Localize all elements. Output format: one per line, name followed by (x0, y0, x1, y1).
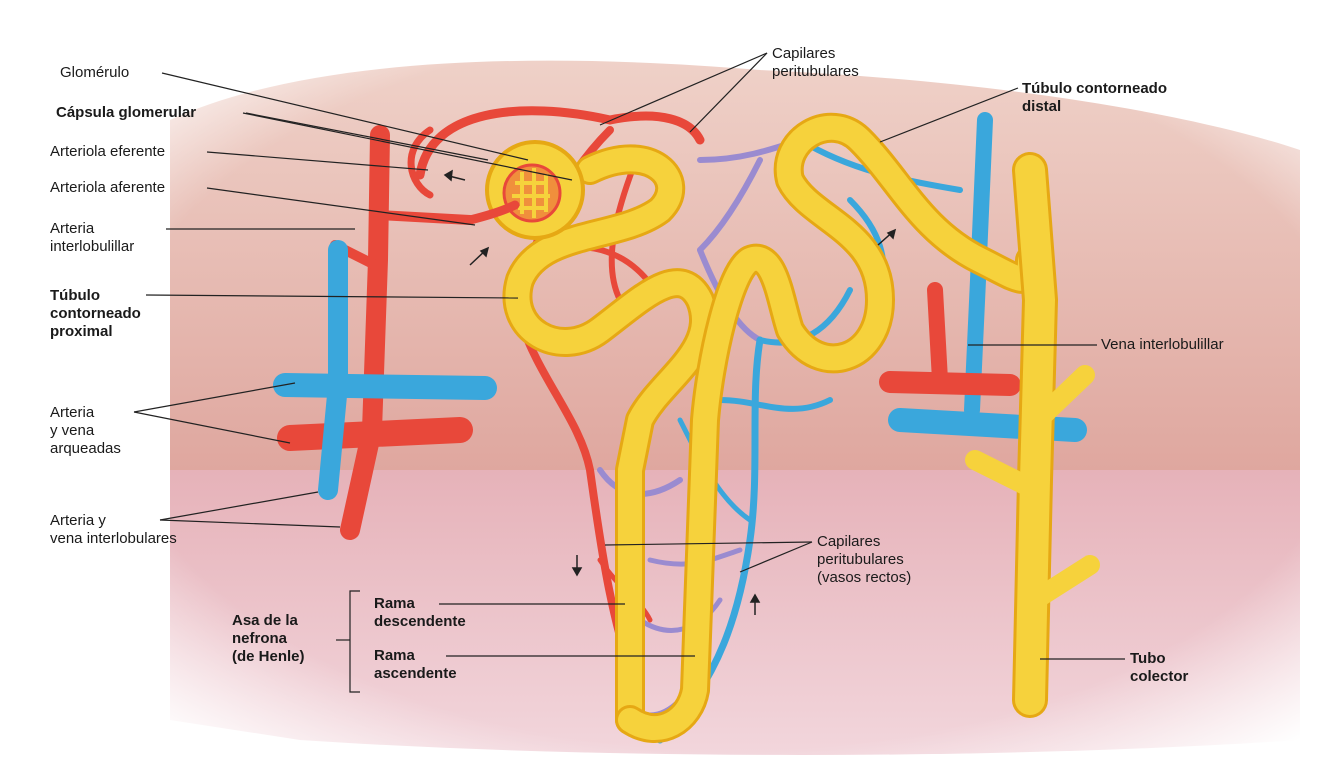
label-tubo-colector: Tubo colector (1130, 650, 1189, 685)
left-vessels (273, 125, 497, 540)
label-rama-descendente: Rama descendente (374, 595, 466, 630)
label-capilares-peritubulares: Capilares peritubulares (772, 45, 859, 80)
label-capilares-vasos-rectos: Capilares peritubulares (vasos rectos) (817, 533, 912, 586)
label-vena-interlobulillar: Vena interlobulillar (1101, 336, 1224, 353)
label-glomerulo: Glomérulo (60, 64, 130, 81)
label-rama-ascendente: Rama ascendente (374, 647, 457, 682)
label-tubulo-distal: Túbulo contorneado distal (1022, 80, 1167, 115)
renal-corpuscle (465, 140, 585, 240)
label-asa-nefrona: Asa de la nefrona (de Henle) (232, 612, 305, 665)
label-arteria-vena-arqueadas: Arteria y vena arqueadas (50, 404, 121, 457)
label-arteria-interlobulillar: Arteria interlobulillar (50, 220, 135, 255)
flow-arrows (443, 169, 897, 615)
label-arteriola-eferente: Arteriola eferente (50, 143, 166, 160)
arcuate-vein (273, 373, 497, 400)
label-arteriola-aferente: Arteriola aferente (50, 179, 166, 196)
label-arteria-vena-interlobulares: Arteria y vena interlobulares (50, 512, 177, 547)
renal-tubules (502, 112, 1100, 743)
arcuate-artery (277, 417, 473, 451)
interlobular-artery-left (340, 125, 390, 540)
interlobular-vein-left (318, 240, 348, 500)
label-capsula-glomerular: Cápsula glomerular (56, 104, 197, 121)
interlobular-vein-right (964, 112, 993, 418)
leader-lines (133, 52, 1125, 693)
label-tubulo-proximal: Túbulo contorneado proximal (50, 287, 141, 340)
